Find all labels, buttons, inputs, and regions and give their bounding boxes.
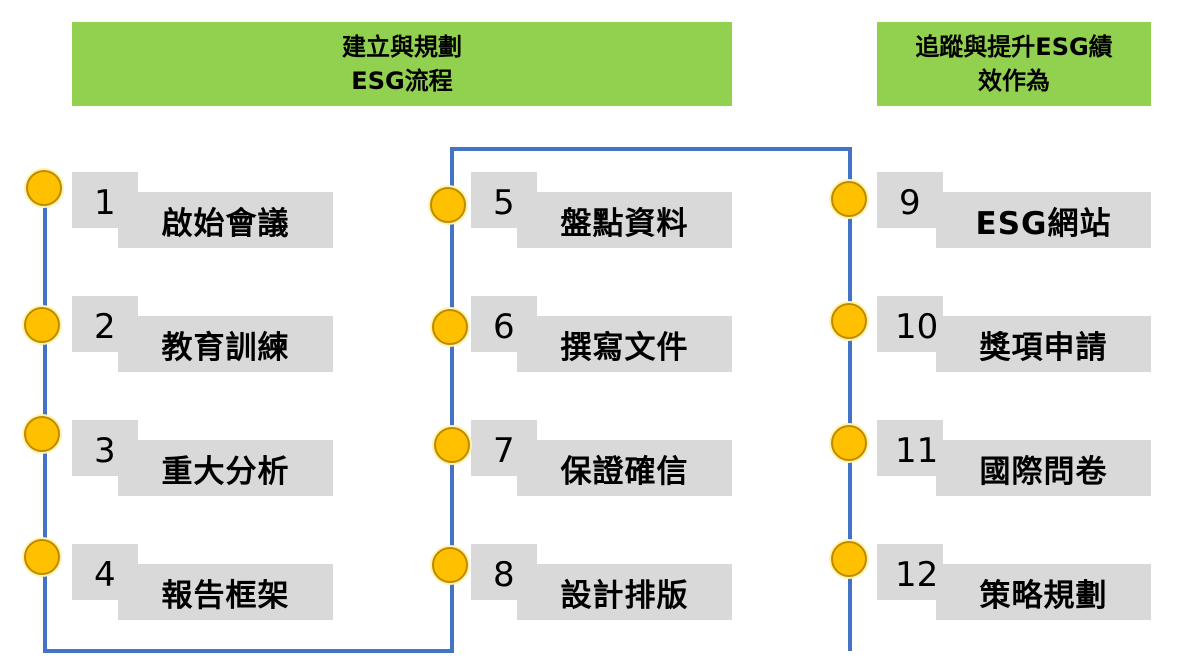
- header-right-line2: 效作為: [977, 67, 1050, 95]
- step-label-box: 策略規劃: [936, 564, 1151, 620]
- step-label-box: 設計排版: [517, 564, 732, 620]
- step-marker-dot: [831, 425, 867, 461]
- step-label-box: 盤點資料: [517, 192, 732, 248]
- step-label-box: 撰寫文件: [517, 316, 732, 372]
- step-label: 撰寫文件: [560, 329, 689, 366]
- step-label-box: 保證確信: [517, 440, 732, 496]
- step-number: 10: [895, 307, 939, 347]
- step-number: 3: [94, 431, 116, 471]
- step-label: 設計排版: [560, 577, 689, 614]
- step-label-box: 獎項申請: [936, 316, 1151, 372]
- header-right-line1: 追蹤與提升ESG績: [915, 33, 1113, 61]
- step-number: 11: [895, 431, 939, 471]
- step-label-box: 教育訓練: [118, 316, 333, 372]
- step-marker-dot: [24, 416, 60, 452]
- header-track-improve-esg: 追蹤與提升ESG績 效作為: [877, 22, 1151, 106]
- step-number: 6: [493, 307, 515, 347]
- step-number: 4: [94, 555, 116, 595]
- step-number: 8: [493, 555, 515, 595]
- step-number: 7: [493, 431, 515, 471]
- step-label: 啟始會議: [161, 205, 290, 242]
- step-label: 盤點資料: [560, 205, 689, 242]
- step-number: 5: [493, 183, 515, 223]
- step-number-box: 9: [877, 172, 943, 228]
- step-label: 策略規劃: [979, 577, 1108, 614]
- step-label-box: ESG網站: [936, 192, 1151, 248]
- step-marker-dot: [434, 427, 470, 463]
- step-number: 2: [94, 307, 116, 347]
- step-number-box: 11: [877, 420, 943, 476]
- step-marker-dot: [432, 547, 468, 583]
- step-number-box: 10: [877, 296, 943, 352]
- step-marker-dot: [432, 309, 468, 345]
- step-label: ESG網站: [975, 205, 1112, 242]
- step-label-box: 報告框架: [118, 564, 333, 620]
- header-build-plan-esg-process: 建立與規劃 ESG流程: [72, 22, 732, 106]
- step-marker-dot: [831, 181, 867, 217]
- header-left-line2: ESG流程: [351, 67, 453, 95]
- step-label-box: 啟始會議: [118, 192, 333, 248]
- step-label: 重大分析: [161, 453, 290, 490]
- step-label-box: 重大分析: [118, 440, 333, 496]
- step-marker-dot: [24, 539, 60, 575]
- step-label: 報告框架: [161, 577, 290, 614]
- step-label: 國際問卷: [979, 453, 1108, 490]
- step-number: 9: [899, 183, 921, 223]
- step-number: 1: [94, 183, 116, 223]
- step-number-box: 12: [877, 544, 943, 600]
- step-label: 教育訓練: [161, 329, 290, 366]
- step-label: 保證確信: [560, 453, 689, 490]
- step-marker-dot: [24, 307, 60, 343]
- step-marker-dot: [430, 187, 466, 223]
- step-label: 獎項申請: [979, 329, 1108, 366]
- header-left-line1: 建立與規劃: [342, 33, 462, 61]
- step-label-box: 國際問卷: [936, 440, 1151, 496]
- step-number: 12: [895, 555, 939, 595]
- step-marker-dot: [831, 303, 867, 339]
- step-marker-dot: [831, 541, 867, 577]
- step-marker-dot: [26, 170, 62, 206]
